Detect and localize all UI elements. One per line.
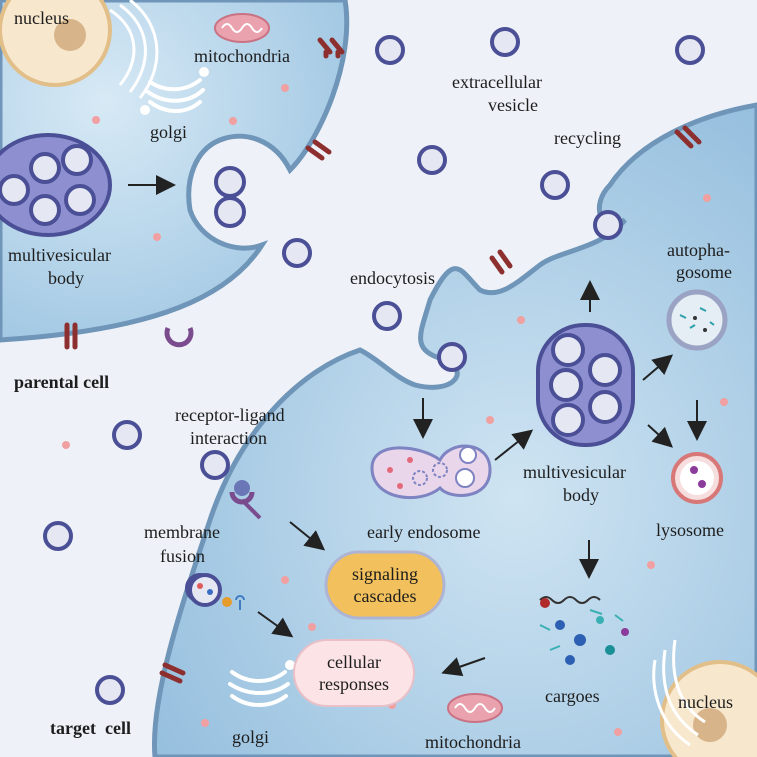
label-lysosome: lysosome: [656, 520, 725, 540]
mitochondria-bottom-icon: [447, 693, 503, 723]
nucleus-top: [0, 0, 112, 87]
label-mitochondria-bottom: mitochondria: [425, 732, 521, 752]
label-cellular-2: responses: [319, 674, 389, 694]
mvb-parental: [0, 133, 112, 237]
label-nucleus-top: nucleus: [14, 8, 69, 28]
label-mvb-parental-2: body: [48, 268, 84, 288]
label-autophagosome-2: gosome: [676, 262, 732, 282]
label-target-cell: target cell: [50, 718, 131, 738]
nucleus-bottom: [660, 660, 757, 757]
golgi-top-icon: [140, 67, 209, 115]
label-golgi-top: golgi: [150, 122, 188, 142]
label-recycling: recycling: [554, 128, 621, 148]
er-bottom: [652, 639, 706, 747]
receptors: [64, 37, 702, 684]
label-receptor-ligand-2: interaction: [190, 428, 267, 448]
label-signaling-2: cascades: [353, 586, 417, 606]
golgi-bottom-icon: [228, 660, 295, 707]
label-mitochondria-top: mitochondria: [194, 46, 290, 66]
particles: [62, 84, 728, 736]
receptor-ligand-icon: [229, 480, 262, 520]
label-extracellular: extracellular: [452, 72, 542, 92]
label-cellular-1: cellular: [327, 652, 381, 672]
membrane-fusion-icon: [188, 573, 245, 610]
cellular-responses-box: cellular responses: [294, 640, 414, 706]
lysosome: [671, 452, 723, 504]
label-receptor-ligand-1: receptor-ligand: [175, 405, 285, 425]
label-signaling-1: signaling: [352, 564, 418, 584]
label-vesicle: vesicle: [488, 95, 538, 115]
autophagosome: [666, 289, 728, 351]
label-cargoes: cargoes: [545, 686, 600, 706]
arrows: [128, 175, 707, 677]
label-mvb-target-2: body: [563, 485, 599, 505]
label-early-endosome: early endosome: [367, 522, 481, 542]
cellular-box-shape: [293, 639, 415, 707]
label-mvb-target-1: multivesicular: [523, 462, 626, 482]
label-parental-cell: parental cell: [14, 372, 110, 392]
label-endocytosis: endocytosis: [350, 268, 435, 288]
er-top: [109, 0, 159, 99]
label-membrane-fusion-1: membrane: [144, 522, 220, 542]
label-membrane-fusion-2: fusion: [160, 546, 205, 566]
parental-cell: [0, 0, 350, 343]
mvb-target: [536, 323, 635, 447]
signaling-cascades-box: signaling cascades: [326, 552, 444, 618]
early-endosome: [370, 444, 492, 500]
label-mvb-parental-1: multivesicular: [8, 245, 111, 265]
label-nucleus-bottom: nucleus: [678, 692, 733, 712]
signaling-box-shape: [324, 550, 446, 620]
mitochondria-top-icon: [214, 13, 270, 43]
cargoes-icon: [539, 596, 629, 665]
label-autophagosome-1: autopha-: [667, 240, 730, 260]
label-golgi-bottom: golgi: [232, 727, 270, 747]
